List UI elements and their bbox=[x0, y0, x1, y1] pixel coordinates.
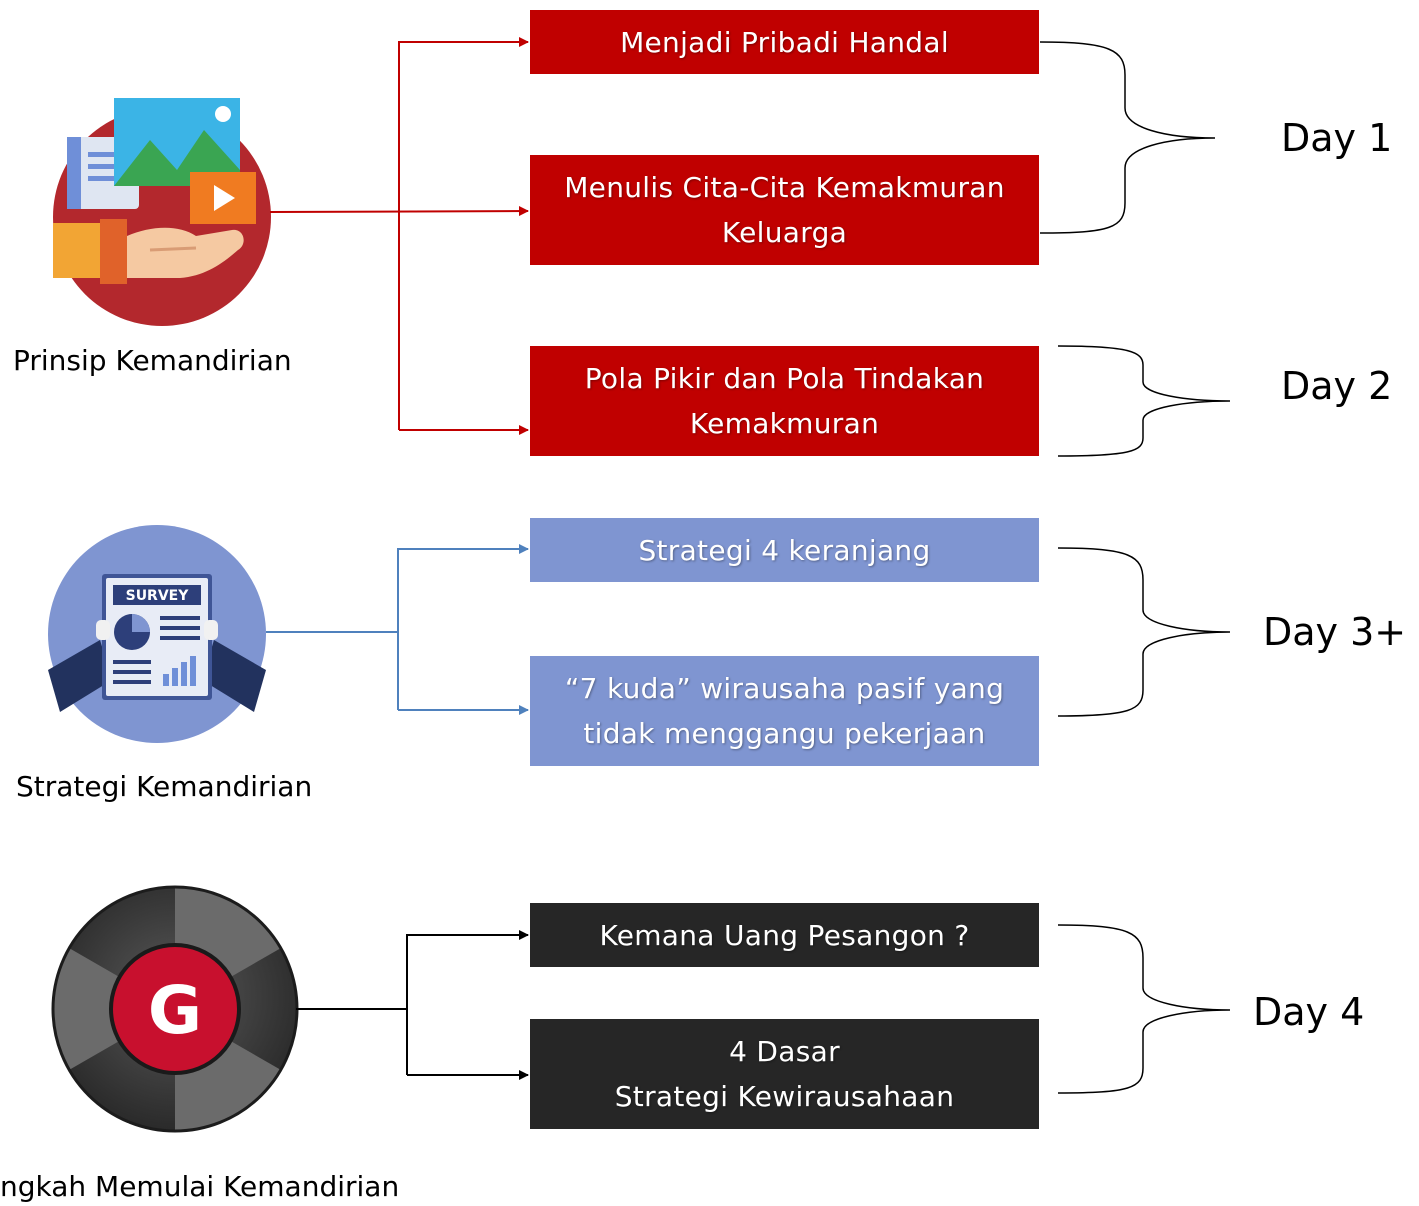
brace-day-2 bbox=[1057, 345, 1231, 457]
box-pola-pikir: Pola Pikir dan Pola Tindakan Kemakmuran bbox=[530, 346, 1039, 456]
hand-media-icon bbox=[53, 98, 271, 326]
caption-prinsip-kemandirian: Prinsip Kemandirian bbox=[13, 344, 292, 377]
logo-letter: G bbox=[148, 972, 202, 1049]
brace-day-4 bbox=[1057, 924, 1231, 1094]
caption-strategi-kemandirian: Strategi Kemandirian bbox=[16, 770, 313, 803]
puzzle-g-logo-icon: G bbox=[51, 885, 299, 1133]
box-strategi-4-keranjang: Strategi 4 keranjang bbox=[530, 518, 1039, 582]
box-4-dasar-strategi: 4 Dasar Strategi Kewirausahaan bbox=[530, 1019, 1039, 1129]
survey-icon: SURVEY bbox=[48, 525, 266, 743]
day-label-2: Day 2 bbox=[1281, 364, 1393, 408]
connectors-group-1 bbox=[269, 37, 529, 435]
day-label-3: Day 3+ bbox=[1263, 610, 1407, 654]
day-label-1: Day 1 bbox=[1281, 116, 1393, 160]
box-menulis-cita-cita: Menulis Cita-Cita Kemakmuran Keluarga bbox=[530, 155, 1039, 265]
box-7-kuda: “7 kuda” wirausaha pasif yang tidak meng… bbox=[530, 656, 1039, 766]
brace-day-1 bbox=[1039, 41, 1216, 234]
box-kemana-uang-pesangon: Kemana Uang Pesangon ? bbox=[530, 903, 1039, 967]
connectors-group-3 bbox=[296, 930, 529, 1080]
box-menjadi-pribadi-handal: Menjadi Pribadi Handal bbox=[530, 10, 1039, 74]
caption-langkah-memulai: ngkah Memulai Kemandirian bbox=[0, 1170, 400, 1203]
connectors-group-2 bbox=[266, 544, 529, 715]
brace-day-3 bbox=[1057, 547, 1231, 717]
day-label-4: Day 4 bbox=[1253, 990, 1365, 1034]
braces bbox=[1039, 41, 1231, 1094]
survey-label: SURVEY bbox=[126, 588, 190, 604]
